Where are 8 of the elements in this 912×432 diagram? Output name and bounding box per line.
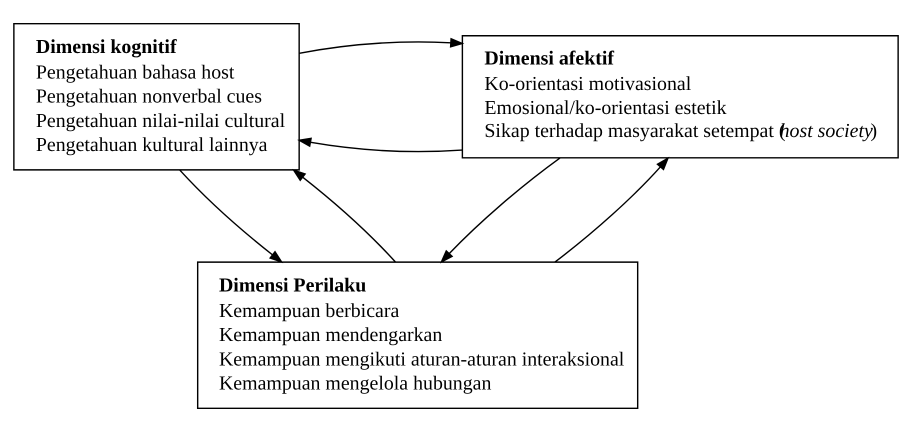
arrow [554, 156, 670, 263]
node-box: Dimensi Perilaku Kemampuan berbicara Kemampuan mendengarkan Kemampuan mengikuti aturan-aturan interaksional Kemampuan mengelola hubungan [196, 261, 638, 410]
arrow [440, 157, 560, 264]
node-box: Dimensi kognitif Pengetahuan bahasa host Pengetahuan nonverbal cues Pengetahuan nilai-nilai cultural Pengetahuan kultural lainnya [13, 22, 300, 171]
arrow [297, 138, 462, 152]
arrow [292, 168, 396, 262]
arrow [299, 38, 464, 54]
arrow [179, 170, 284, 264]
